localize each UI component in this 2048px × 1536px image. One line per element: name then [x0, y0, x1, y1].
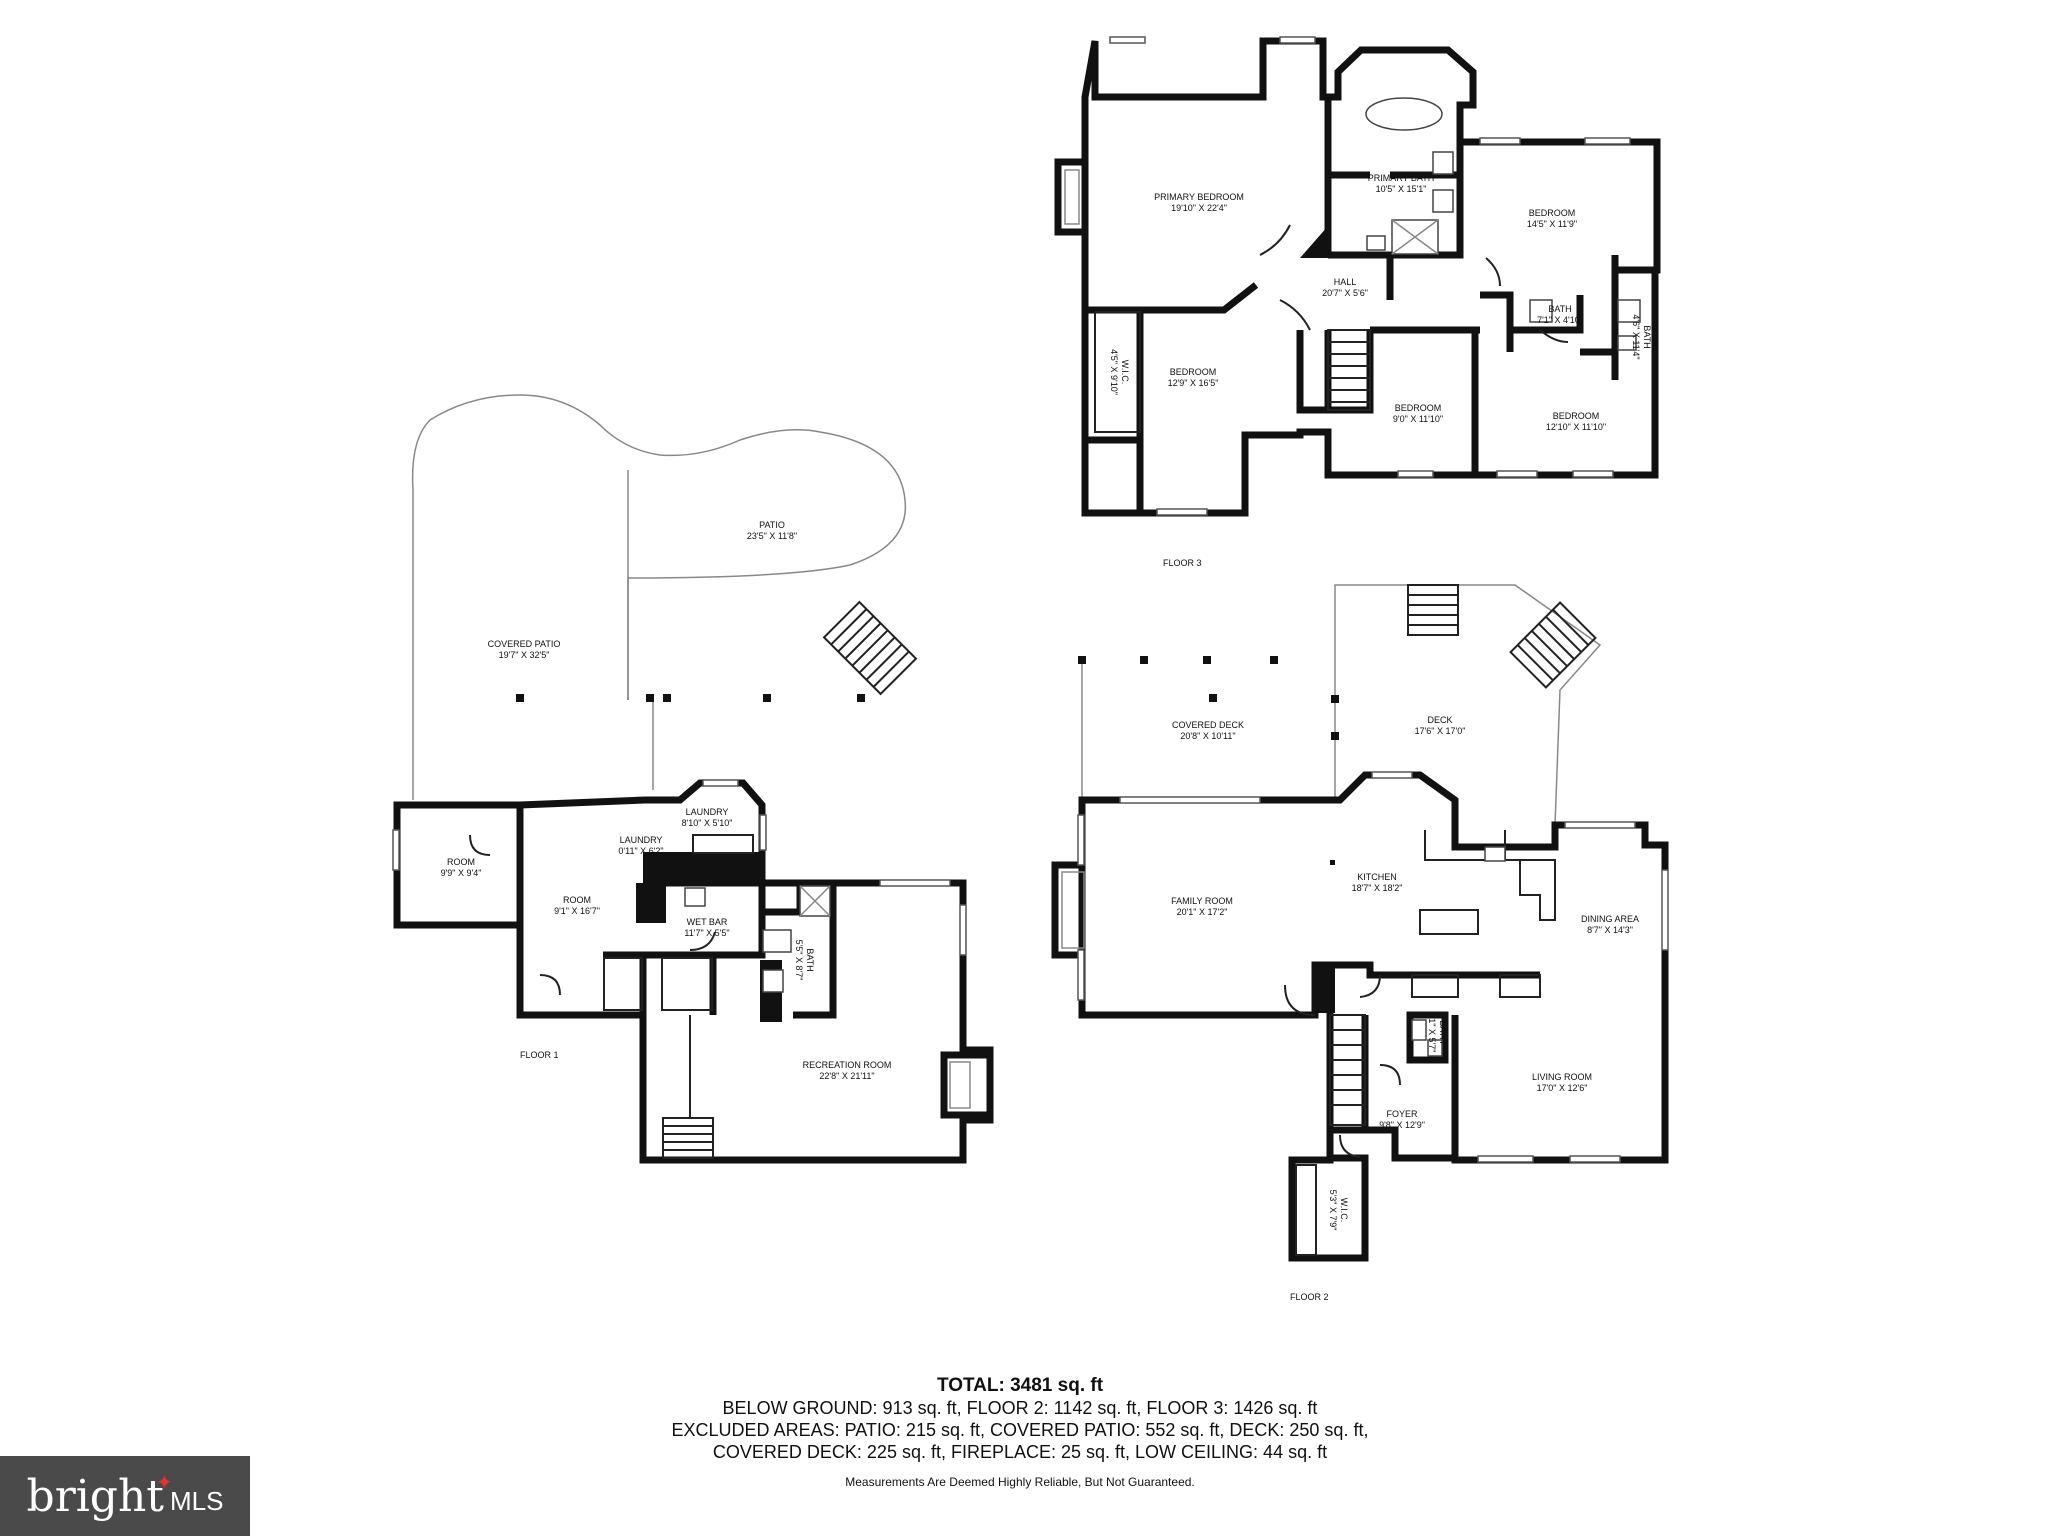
- f1-covered-patio-name: COVERED PATIO: [488, 639, 561, 649]
- f1-laundry-a-dim: 8'10" X 5'10": [682, 818, 733, 828]
- f2-covered-deck-name: COVERED DECK: [1172, 720, 1244, 730]
- f2-deck-name: DECK: [1427, 715, 1452, 725]
- f2-foyer-dim: 9'8" X 12'9": [1379, 1120, 1425, 1130]
- floor-2-label: FLOOR 2: [1290, 1292, 1329, 1302]
- f2-wic-name: W.I.C.: [1339, 1198, 1349, 1223]
- f3-wic-dim: 4'5" X 9'10": [1109, 349, 1119, 395]
- f3-bedroom-d-dim: 12'10" X 11'10": [1546, 422, 1606, 432]
- area-breakdown-line-2: EXCLUDED AREAS: PATIO: 215 sq. ft, COVER…: [671, 1420, 1369, 1440]
- f1-room-a-name: ROOM: [447, 857, 475, 867]
- f3-bath-a-name: BATH: [1548, 304, 1571, 314]
- f2-bath-name: BATH: [1438, 1020, 1448, 1043]
- f2-covered-deck-dim: 20'8" X 10'11": [1180, 731, 1235, 741]
- floor-1-plan: [392, 394, 994, 1164]
- f3-bath-b-dim: 4'6" X 11'4": [1631, 314, 1641, 359]
- f3-primary-bath-dim: 10'5" X 15'1": [1376, 184, 1427, 194]
- f3-bath-a-dim: 7'1" X 4'10": [1537, 315, 1583, 325]
- disclaimer: Measurements Are Deemed Highly Reliable,…: [845, 1475, 1195, 1489]
- f3-wic-name: W.I.C.: [1120, 360, 1130, 385]
- logo-suffix: MLS: [170, 1485, 224, 1516]
- f1-recreation-dim: 22'8" X 21'11": [819, 1071, 874, 1081]
- floor-3-label: FLOOR 3: [1163, 558, 1202, 568]
- floor-2-plan: [1051, 584, 1669, 1262]
- f3-bath-b-name: BATH: [1642, 325, 1652, 348]
- f2-kitchen-name: KITCHEN: [1357, 872, 1397, 882]
- f3-bedroom-c-name: BEDROOM: [1395, 403, 1442, 413]
- f3-hall-name: HALL: [1334, 277, 1357, 287]
- f1-bath-dim: 5'5" X 8'7": [794, 940, 804, 981]
- f2-living-name: LIVING ROOM: [1532, 1072, 1592, 1082]
- floor-1-label: FLOOR 1: [520, 1050, 559, 1060]
- f1-laundry-a-name: LAUNDRY: [686, 807, 729, 817]
- f3-bedroom-b-name: BEDROOM: [1170, 367, 1217, 377]
- f3-hall-dim: 20'7" X 5'6": [1322, 288, 1368, 298]
- f1-room-b-name: ROOM: [563, 895, 591, 905]
- f1-bath-name: BATH: [805, 948, 815, 971]
- f2-kitchen-dim: 18'7" X 18'2": [1352, 883, 1403, 893]
- f2-dining-name: DINING AREA: [1581, 914, 1639, 924]
- f2-deck-dim: 17'6" X 17'0": [1415, 726, 1466, 736]
- bright-mls-logo: bright MLS ✦: [0, 1456, 250, 1536]
- area-breakdown-line-1: BELOW GROUND: 913 sq. ft, FLOOR 2: 1142 …: [722, 1398, 1318, 1418]
- f2-wic-dim: 5'3" X 7'9": [1328, 1190, 1338, 1231]
- f2-bath-dim: 3'1" X 5'7": [1427, 1012, 1437, 1053]
- f3-bedroom-d-name: BEDROOM: [1553, 411, 1600, 421]
- f3-primary-bedroom-name: PRIMARY BEDROOM: [1154, 192, 1244, 202]
- f2-dining-dim: 8'7" X 14'3": [1587, 925, 1633, 935]
- f2-foyer-name: FOYER: [1386, 1109, 1418, 1119]
- f2-family-dim: 20'1" X 17'2": [1177, 907, 1228, 917]
- floor-3-plan: [1054, 36, 1661, 517]
- f1-room-a-dim: 9'9" X 9'4": [441, 868, 482, 878]
- f2-living-dim: 17'0" X 12'6": [1537, 1083, 1588, 1093]
- f3-primary-bedroom-dim: 19'10" X 22'4": [1171, 203, 1227, 213]
- f1-laundry-b-dim: 0'11" X 6'2": [618, 846, 663, 856]
- f1-patio-dim: 23'5" X 11'8": [747, 531, 797, 541]
- f1-patio-name: PATIO: [759, 520, 785, 530]
- f1-laundry-b-name: LAUNDRY: [620, 835, 663, 845]
- f3-bedroom-b-dim: 12'9" X 16'5": [1168, 378, 1219, 388]
- f1-wet-bar-name: WET BAR: [687, 917, 728, 927]
- area-breakdown-line-3: COVERED DECK: 225 sq. ft, FIREPLACE: 25 …: [712, 1442, 1328, 1462]
- logo-spark-icon: ✦: [156, 1472, 173, 1494]
- area-summary: TOTAL: 3481 sq. ft BELOW GROUND: 913 sq.…: [560, 1374, 1480, 1489]
- f1-covered-patio-dim: 19'7" X 32'5": [499, 650, 550, 660]
- f3-bedroom-a-dim: 14'5" X 11'9": [1527, 219, 1577, 229]
- f3-bedroom-a-name: BEDROOM: [1529, 208, 1576, 218]
- f2-family-name: FAMILY ROOM: [1171, 896, 1233, 906]
- total-area: TOTAL: 3481 sq. ft: [936, 1375, 1104, 1396]
- f3-primary-bath-name: PRIMARY BATH: [1368, 173, 1435, 183]
- f1-wet-bar-dim: 11'7" X 5'5": [684, 928, 729, 938]
- f1-recreation-name: RECREATION ROOM: [803, 1060, 892, 1070]
- f1-room-b-dim: 9'1" X 16'7": [554, 906, 600, 916]
- logo-brand: bright: [26, 1470, 164, 1522]
- f3-bedroom-c-dim: 9'0" X 11'10": [1393, 414, 1443, 424]
